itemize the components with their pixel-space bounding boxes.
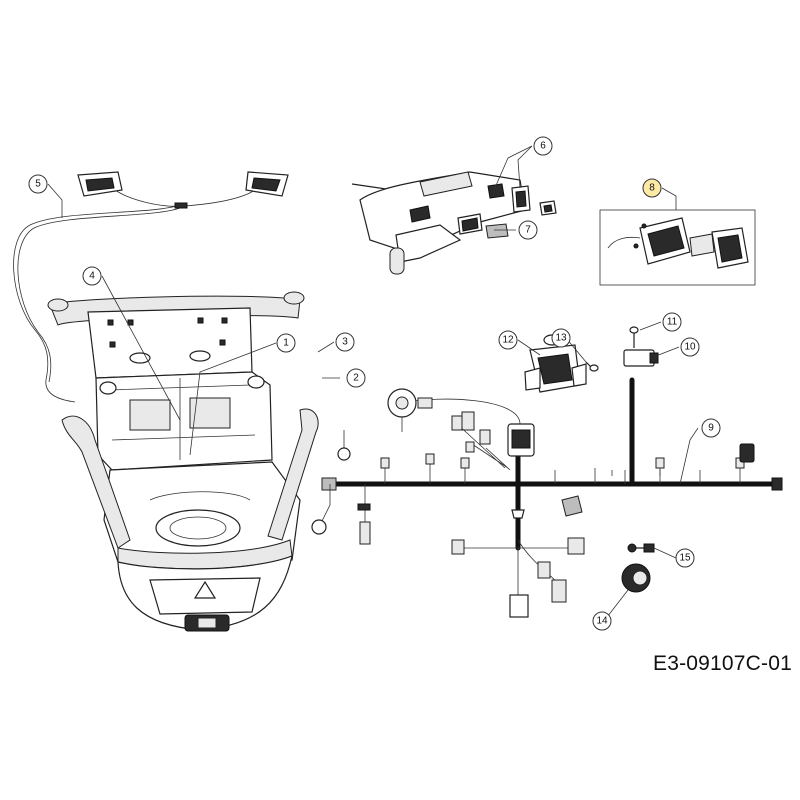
callout-7[interactable]: 7 [518,220,538,240]
callout-9[interactable]: 9 [701,418,721,438]
left-light [77,171,123,197]
screw [585,361,599,372]
svg-text:12: 12 [502,335,514,346]
svg-text:11: 11 [667,317,678,328]
svg-text:6: 6 [540,141,546,152]
control-console-assembly [351,171,557,275]
callout-13[interactable]: 13 [551,328,571,348]
callout-4[interactable]: 4 [82,266,102,286]
svg-text:3: 3 [342,337,348,348]
svg-text:7: 7 [525,225,531,236]
callout-8[interactable]: 8 [642,178,662,198]
headlight-cable-assembly [13,171,289,403]
svg-text:2: 2 [353,373,359,384]
mower-frame [47,291,319,632]
lamp-kit-box [599,209,756,286]
svg-text:9: 9 [708,423,714,434]
callout-12[interactable]: 12 [498,330,518,350]
ignition-keys [627,543,655,553]
svg-text:13: 13 [555,333,567,344]
drawing-code: E3-09107C-01 [653,652,792,675]
solenoid [524,334,587,393]
svg-text:10: 10 [684,342,696,353]
wiring-harness [311,377,783,618]
svg-text:4: 4 [89,271,95,282]
callout-6[interactable]: 6 [533,136,553,156]
svg-text:1: 1 [283,338,289,349]
callout-1[interactable]: 1 [276,333,296,353]
callout-11[interactable]: 11 [662,312,682,332]
right-light [245,171,289,197]
ignition-switch [621,563,651,593]
svg-text:8: 8 [649,183,655,194]
callout-3[interactable]: 3 [335,332,355,352]
svg-text:15: 15 [679,553,691,564]
callout-2[interactable]: 2 [346,368,366,388]
svg-text:5: 5 [35,179,41,190]
callout-14[interactable]: 14 [592,611,612,631]
callout-15[interactable]: 15 [675,548,695,568]
callout-5[interactable]: 5 [28,174,48,194]
svg-text:14: 14 [596,616,608,627]
leader-lines [47,145,699,622]
callout-10[interactable]: 10 [680,337,700,357]
relay [623,326,659,367]
